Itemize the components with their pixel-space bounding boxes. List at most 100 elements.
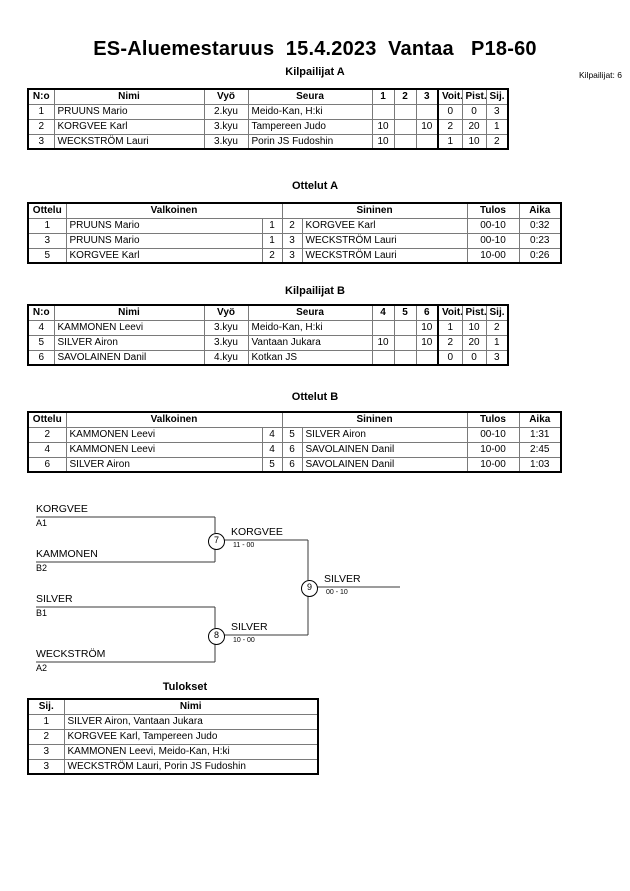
cell-rank: 3 [27,758,65,775]
cell-blue-name: WECKSTRÖM Lauri [301,247,468,264]
cell-no: 4 [27,319,55,336]
table-header-row: Ottelu Valkoinen Sininen Tulos Aika [27,411,562,428]
cell-wins: 0 [437,349,463,366]
col-wins: Voit. [437,304,463,321]
col-result: Tulos [466,202,520,219]
results-table: Sij. Nimi 1 SILVER Airon, Vantaan Jukara… [27,698,319,775]
cell-points: 10 [461,319,487,336]
cell-white-no: 2 [261,247,283,264]
cell-belt: 3.kyu [203,334,249,351]
table-row: 2 KORGVEE Karl, Tampereen Judo [27,728,319,745]
cell-name: KAMMONEN Leevi [53,319,205,336]
table-header-row: Ottelu Valkoinen Sininen Tulos Aika [27,202,562,219]
cell-result-6: 10 [415,319,439,336]
table-row: 3 KAMMONEN Leevi, Meido-Kan, H:ki [27,743,319,760]
cell-time: 0:32 [518,217,562,234]
table-header-row: N:o Nimi Vyö Seura 4 5 6 Voit. Pist. Sij… [27,304,509,321]
cell-result-4 [371,349,395,366]
cell-match: 3 [27,232,67,249]
table-row: 4 KAMMONEN Leevi 3.kyu Meido-Kan, H:ki 1… [27,319,509,336]
cell-name: WECKSTRÖM Lauri [53,133,205,150]
col-rank: Sij. [27,698,65,715]
cell-white-name: KAMMONEN Leevi [65,426,263,443]
cell-wins: 0 [437,103,463,120]
cell-name: SILVER Airon [53,334,205,351]
cell-white-name: KAMMONEN Leevi [65,441,263,458]
cell-white-name: PRUUNS Mario [65,217,263,234]
col-name: Nimi [63,698,319,715]
col-points: Pist. [461,304,487,321]
col-match-1: 1 [371,88,395,105]
cell-match: 5 [27,247,67,264]
cell-points: 0 [461,349,487,366]
bracket-entry-name-3: SILVER [36,593,73,605]
cell-belt: 4.kyu [203,349,249,366]
cell-white-name: PRUUNS Mario [65,232,263,249]
section-title-pool-b: Kilpailijat B [285,285,345,297]
cell-blue-no: 3 [281,232,303,249]
cell-belt: 3.kyu [203,133,249,150]
col-white: Valkoinen [65,411,283,428]
cell-blue-name: SILVER Airon [301,426,468,443]
col-blue: Sininen [281,411,468,428]
cell-points: 0 [461,103,487,120]
cell-result-1: 10 [371,118,395,135]
cell-result-3 [415,133,439,150]
col-match-2: 2 [393,88,417,105]
col-name: Nimi [53,88,205,105]
bracket-match-number-9: 9 [301,580,318,597]
table-row: 1 SILVER Airon, Vantaan Jukara [27,713,319,730]
cell-rank: 2 [485,133,509,150]
col-match-4: 4 [371,304,395,321]
cell-wins: 2 [437,334,463,351]
col-points: Pist. [461,88,487,105]
cell-result-2 [393,103,417,120]
cell-no: 2 [27,118,55,135]
cell-result-4: 10 [371,334,395,351]
col-result: Tulos [466,411,520,428]
table-row: 4 KAMMONEN Leevi 4 6 SAVOLAINEN Danil 10… [27,441,562,458]
col-match-5: 5 [393,304,417,321]
cell-name: WECKSTRÖM Lauri, Porin JS Fudoshin [63,758,319,775]
cell-white-no: 5 [261,456,283,473]
cell-blue-no: 3 [281,247,303,264]
bracket-entry-name-1: KORGVEE [36,503,88,515]
bracket-entry-seed-4: A2 [36,663,48,673]
col-blue: Sininen [281,202,468,219]
cell-blue-name: KORGVEE Karl [301,217,468,234]
cell-blue-no: 5 [281,426,303,443]
cell-club: Tampereen Judo [247,118,373,135]
bracket-score-9: 00 - 10 [326,589,348,596]
col-name: Nimi [53,304,205,321]
cell-result-6: 10 [415,334,439,351]
cell-rank: 2 [27,728,65,745]
cell-result-2 [393,118,417,135]
cell-result-3 [415,103,439,120]
cell-club: Porin JS Fudoshin [247,133,373,150]
col-no: N:o [27,88,55,105]
cell-result-6 [415,349,439,366]
cell-no: 3 [27,133,55,150]
cell-result: 10-00 [466,247,520,264]
cell-points: 10 [461,133,487,150]
cell-wins: 1 [437,133,463,150]
cell-time: 2:45 [518,441,562,458]
cell-rank: 3 [485,349,509,366]
cell-rank: 1 [485,118,509,135]
cell-blue-name: SAVOLAINEN Danil [301,456,468,473]
cell-white-name: SILVER Airon [65,456,263,473]
cell-rank: 3 [27,743,65,760]
cell-result: 00-10 [466,426,520,443]
cell-result-2 [393,133,417,150]
cell-result: 10-00 [466,441,520,458]
cell-white-no: 4 [261,441,283,458]
table-row: 3 PRUUNS Mario 1 3 WECKSTRÖM Lauri 00-10… [27,232,562,249]
col-white: Valkoinen [65,202,283,219]
table-row: 6 SILVER Airon 5 6 SAVOLAINEN Danil 10-0… [27,456,562,473]
col-match-3: 3 [415,88,439,105]
table-row: 2 KAMMONEN Leevi 4 5 SILVER Airon 00-10 … [27,426,562,443]
section-title-pool-a: Kilpailijat A [285,66,345,78]
cell-belt: 3.kyu [203,319,249,336]
pool-a-table: N:o Nimi Vyö Seura 1 2 3 Voit. Pist. Sij… [27,88,509,150]
cell-name: SILVER Airon, Vantaan Jukara [63,713,319,730]
